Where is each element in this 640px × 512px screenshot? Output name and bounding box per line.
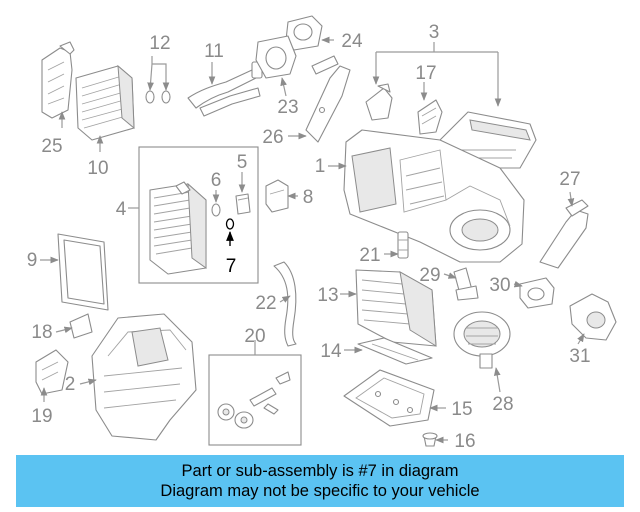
part-15-tray — [343, 369, 435, 427]
callout-13: 13 — [317, 285, 338, 306]
part-9-filter — [57, 233, 109, 311]
part-8-clip — [265, 179, 289, 213]
part-12-orings — [145, 90, 171, 104]
callout-5: 5 — [237, 152, 248, 173]
callout-10: 10 — [87, 158, 108, 179]
part-13-evaporator — [355, 269, 437, 347]
part-23-gasket — [255, 35, 297, 79]
part-10-heater-core — [75, 64, 135, 141]
callout-29: 29 — [419, 265, 440, 286]
part-22-hose — [273, 261, 297, 347]
callout-25: 25 — [41, 136, 62, 157]
info-banner: Part or sub-assembly is #7 in diagram Di… — [16, 455, 624, 507]
callout-19: 19 — [31, 406, 52, 427]
callout-7: 7 — [226, 256, 237, 277]
callout-6: 6 — [211, 170, 222, 191]
callout-11: 11 — [204, 41, 224, 62]
callout-23: 23 — [277, 97, 298, 118]
callout-28: 28 — [492, 394, 513, 415]
part-7-oring — [225, 218, 235, 230]
part-16-screw — [422, 432, 438, 447]
part-4-group-box — [138, 146, 259, 284]
callout-26: 26 — [262, 127, 283, 148]
part-19-actuator — [35, 349, 69, 395]
callout-22: 22 — [255, 293, 276, 314]
callout-14: 14 — [320, 341, 342, 362]
part-31-cover — [569, 293, 617, 341]
callout-30: 30 — [489, 275, 510, 296]
part-21-fitting — [397, 231, 409, 259]
callout-2: 2 — [65, 374, 76, 395]
part-2-lower-housing — [91, 313, 197, 441]
callout-12: 12 — [149, 33, 170, 54]
part-18-connector — [69, 313, 93, 339]
callout-24: 24 — [341, 31, 363, 52]
callout-20: 20 — [244, 326, 265, 347]
part-20-group-box — [208, 354, 302, 446]
part-30-resistor — [519, 277, 555, 309]
part-29-sensor — [453, 267, 479, 301]
leader-lines — [40, 36, 585, 444]
banner-line-1: Part or sub-assembly is #7 in diagram — [181, 462, 459, 480]
callout-21: 21 — [359, 245, 380, 266]
part-11-pipes — [187, 61, 263, 117]
banner-line-2: Diagram may not be specific to your vehi… — [160, 482, 480, 500]
callout-16: 16 — [454, 431, 475, 452]
part-17-actuator — [417, 99, 443, 135]
part-27-bracket — [539, 199, 589, 269]
part-14-seal — [357, 337, 433, 365]
callout-15: 15 — [451, 399, 472, 420]
callout-3: 3 — [429, 22, 440, 43]
callout-8: 8 — [303, 187, 314, 208]
part-25-duct — [41, 41, 75, 119]
part-26-bracket — [305, 55, 351, 143]
callout-17: 17 — [415, 63, 436, 84]
part-28-blower — [453, 311, 511, 369]
callout-27: 27 — [559, 169, 580, 190]
callout-9: 9 — [27, 250, 38, 271]
parts-diagram: 25 10 12 11 24 23 26 3 17 1 4 5 6 7 8 9 … — [27, 15, 617, 452]
callout-4: 4 — [116, 199, 127, 220]
callout-1: 1 — [315, 156, 326, 177]
callout-31: 31 — [569, 346, 590, 367]
part-1-hvac-housing — [343, 129, 525, 263]
part-3-flap — [365, 83, 393, 121]
callout-18: 18 — [31, 322, 52, 343]
callout-labels: 25 10 12 11 24 23 26 3 17 1 4 5 6 7 8 9 … — [27, 22, 591, 452]
